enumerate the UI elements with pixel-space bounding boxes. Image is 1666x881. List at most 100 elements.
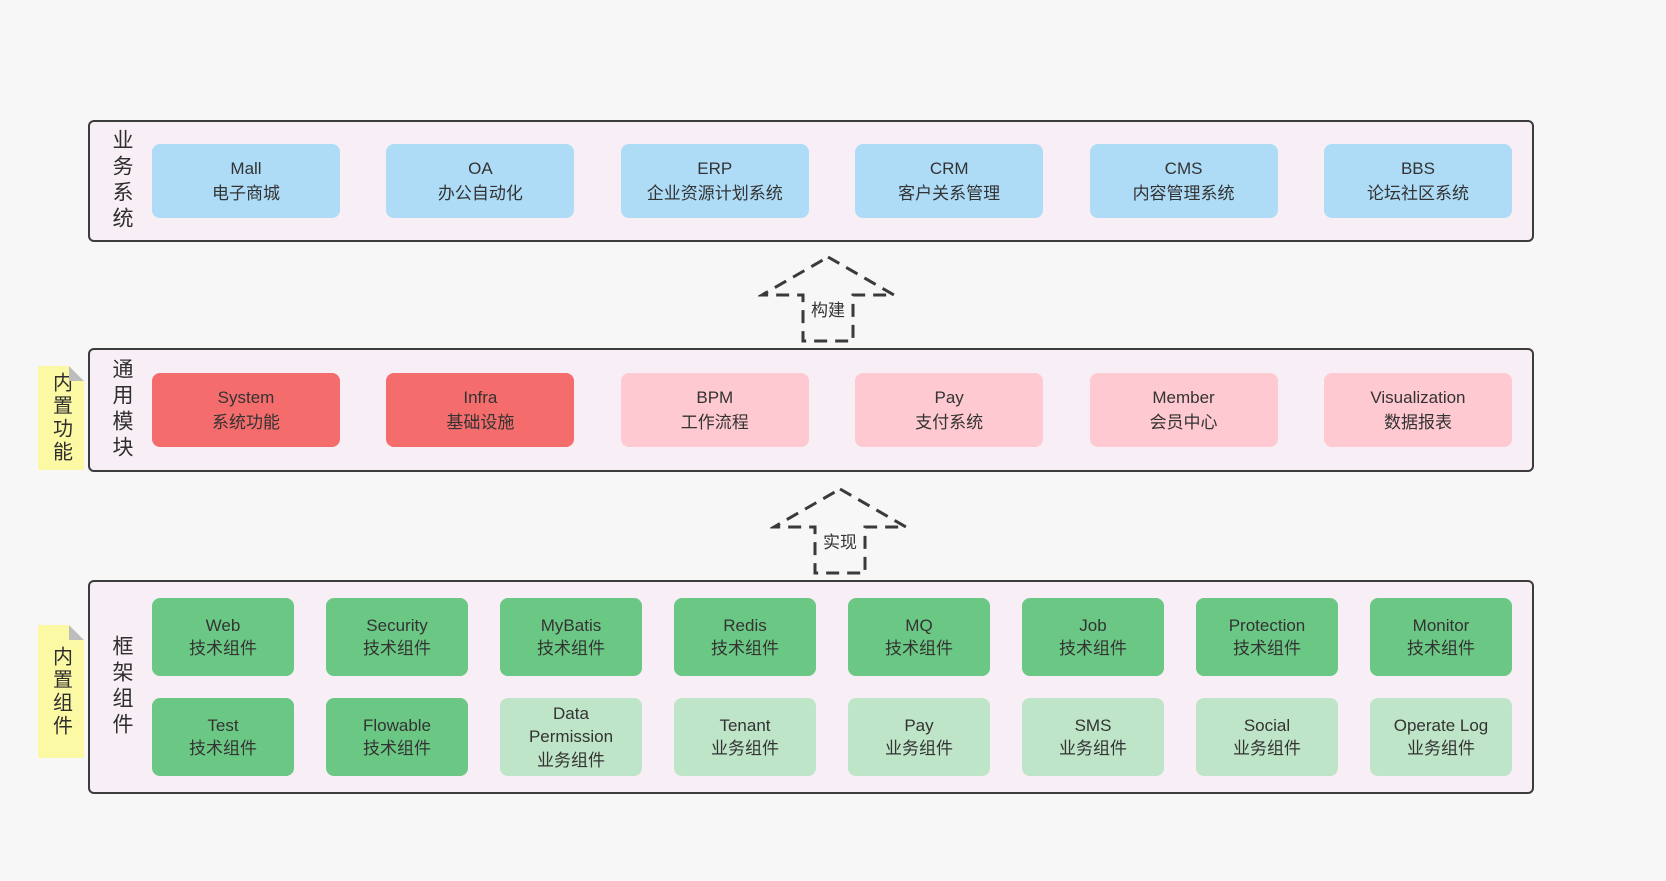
box-subtitle: 会员中心 bbox=[1149, 413, 1218, 432]
box-subtitle: 办公自动化 bbox=[437, 184, 523, 203]
tag-built-in-features-label: 内置功能 bbox=[49, 372, 72, 464]
box-tenant: Tenant 业务组件 bbox=[674, 698, 816, 776]
panel-common-modules: 通用模块 System 系统功能 Infra 基础设施 BPM 工作流程 Pay… bbox=[88, 348, 1534, 472]
box-title: ERP bbox=[697, 158, 733, 178]
box-title: Job bbox=[1079, 615, 1107, 635]
box-subtitle: 基础设施 bbox=[446, 413, 515, 432]
box-title: Security bbox=[366, 615, 428, 635]
box-title: Monitor bbox=[1412, 615, 1470, 635]
framework-components-row-1: Web 技术组件 Security 技术组件 MyBatis 技术组件 Redi… bbox=[152, 598, 1512, 676]
box-crm: CRM 客户关系管理 bbox=[855, 144, 1044, 218]
panel-common-modules-label: 通用模块 bbox=[110, 358, 133, 462]
box-mybatis: MyBatis 技术组件 bbox=[500, 598, 642, 676]
box-subtitle: 技术组件 bbox=[1407, 639, 1475, 658]
box-web: Web 技术组件 bbox=[152, 598, 294, 676]
box-title: OA bbox=[468, 158, 493, 178]
box-job: Job 技术组件 bbox=[1022, 598, 1164, 676]
box-subtitle: 技术组件 bbox=[885, 639, 953, 658]
box-subtitle: 技术组件 bbox=[189, 739, 257, 758]
box-subtitle: 业务组件 bbox=[537, 750, 605, 770]
box-subtitle: 业务组件 bbox=[1233, 739, 1301, 758]
tag-built-in-components-label: 内置组件 bbox=[49, 645, 72, 738]
box-subtitle: 论坛社区系统 bbox=[1366, 184, 1469, 203]
box-subtitle: 技术组件 bbox=[1233, 639, 1301, 658]
box-subtitle: 企业资源计划系统 bbox=[646, 184, 783, 203]
common-modules-boxes: System 系统功能 Infra 基础设施 BPM 工作流程 Pay 支付系统… bbox=[146, 350, 1532, 470]
box-title: MyBatis bbox=[540, 615, 602, 635]
box-subtitle: 客户关系管理 bbox=[898, 184, 1001, 203]
folded-corner-icon bbox=[69, 366, 84, 381]
box-subtitle: 系统功能 bbox=[212, 413, 280, 432]
tag-built-in-components: 内置组件 bbox=[38, 625, 84, 758]
box-subtitle: 支付系统 bbox=[915, 413, 984, 432]
box-protection: Protection 技术组件 bbox=[1196, 598, 1338, 676]
box-title: CMS bbox=[1164, 158, 1203, 178]
box-title: CRM bbox=[929, 158, 969, 178]
box-title: Protection bbox=[1228, 615, 1306, 635]
box-subtitle: 技术组件 bbox=[711, 639, 779, 658]
box-subtitle: 电子商城 bbox=[212, 184, 280, 203]
box-title: Web bbox=[205, 615, 241, 635]
box-title: Redis bbox=[723, 615, 767, 635]
box-test: Test 技术组件 bbox=[152, 698, 294, 776]
box-subtitle: 业务组件 bbox=[1407, 739, 1475, 758]
box-redis: Redis 技术组件 bbox=[674, 598, 816, 676]
box-social: Social 业务组件 bbox=[1196, 698, 1338, 776]
box-title: System bbox=[217, 387, 275, 407]
box-operate-log: Operate Log 业务组件 bbox=[1370, 698, 1512, 776]
box-title: Operate Log bbox=[1393, 715, 1489, 735]
box-cms: CMS 内容管理系统 bbox=[1089, 144, 1278, 218]
box-infra: Infra 基础设施 bbox=[386, 373, 575, 447]
box-title: Mall bbox=[230, 158, 262, 178]
box-title: BPM bbox=[696, 387, 734, 407]
box-title: Social bbox=[1243, 715, 1291, 735]
business-systems-boxes: Mall 电子商城 OA 办公自动化 ERP 企业资源计划系统 CRM 客户关系… bbox=[146, 122, 1532, 240]
box-monitor: Monitor 技术组件 bbox=[1370, 598, 1512, 676]
box-pay-module: Pay 支付系统 bbox=[855, 373, 1044, 447]
box-oa: OA 办公自动化 bbox=[386, 144, 575, 218]
box-bbs: BBS 论坛社区系统 bbox=[1323, 144, 1512, 218]
box-subtitle: 业务组件 bbox=[1059, 739, 1127, 758]
box-subtitle: 技术组件 bbox=[363, 639, 431, 658]
box-subtitle: 业务组件 bbox=[711, 739, 779, 758]
box-subtitle: 技术组件 bbox=[189, 639, 257, 658]
arrow-implement: 实现 bbox=[770, 486, 910, 576]
box-subtitle: 工作流程 bbox=[680, 413, 749, 432]
box-subtitle: 业务组件 bbox=[885, 739, 953, 758]
box-sms: SMS 业务组件 bbox=[1022, 698, 1164, 776]
box-title: Pay bbox=[934, 387, 964, 407]
box-subtitle: 技术组件 bbox=[363, 739, 431, 758]
arrow-build: 构建 bbox=[758, 254, 898, 344]
box-subtitle: 数据报表 bbox=[1383, 413, 1452, 432]
arrow-build-label: 构建 bbox=[808, 296, 848, 321]
box-title: BBS bbox=[1400, 158, 1435, 178]
box-visualization: Visualization 数据报表 bbox=[1323, 373, 1512, 447]
box-subtitle: 技术组件 bbox=[1059, 639, 1127, 658]
tag-built-in-features: 内置功能 bbox=[38, 366, 84, 470]
box-security: Security 技术组件 bbox=[326, 598, 468, 676]
box-system: System 系统功能 bbox=[152, 373, 340, 447]
box-title: Data Permission bbox=[528, 703, 614, 747]
panel-framework-components: 框架组件 Web 技术组件 Security 技术组件 MyBatis 技术组件… bbox=[88, 580, 1534, 794]
box-title: Flowable bbox=[362, 715, 432, 735]
framework-components-boxes: Web 技术组件 Security 技术组件 MyBatis 技术组件 Redi… bbox=[146, 582, 1532, 792]
box-title: Pay bbox=[904, 715, 934, 735]
arrow-implement-label: 实现 bbox=[820, 528, 860, 553]
box-mall: Mall 电子商城 bbox=[152, 144, 340, 218]
panel-business-systems-label: 业务系统 bbox=[110, 129, 133, 233]
box-erp: ERP 企业资源计划系统 bbox=[620, 144, 809, 218]
box-title: MQ bbox=[905, 615, 933, 635]
box-data-permission: Data Permission 业务组件 bbox=[500, 698, 642, 776]
box-bpm: BPM 工作流程 bbox=[620, 373, 809, 447]
box-title: SMS bbox=[1074, 715, 1112, 735]
panel-framework-components-label: 框架组件 bbox=[110, 635, 133, 739]
box-mq: MQ 技术组件 bbox=[848, 598, 990, 676]
box-flowable: Flowable 技术组件 bbox=[326, 698, 468, 776]
box-subtitle: 技术组件 bbox=[537, 639, 605, 658]
box-member: Member 会员中心 bbox=[1089, 373, 1278, 447]
box-pay-component: Pay 业务组件 bbox=[848, 698, 990, 776]
framework-components-row-2: Test 技术组件 Flowable 技术组件 Data Permission … bbox=[152, 698, 1512, 776]
box-title: Visualization bbox=[1370, 387, 1466, 407]
box-title: Test bbox=[207, 715, 239, 735]
